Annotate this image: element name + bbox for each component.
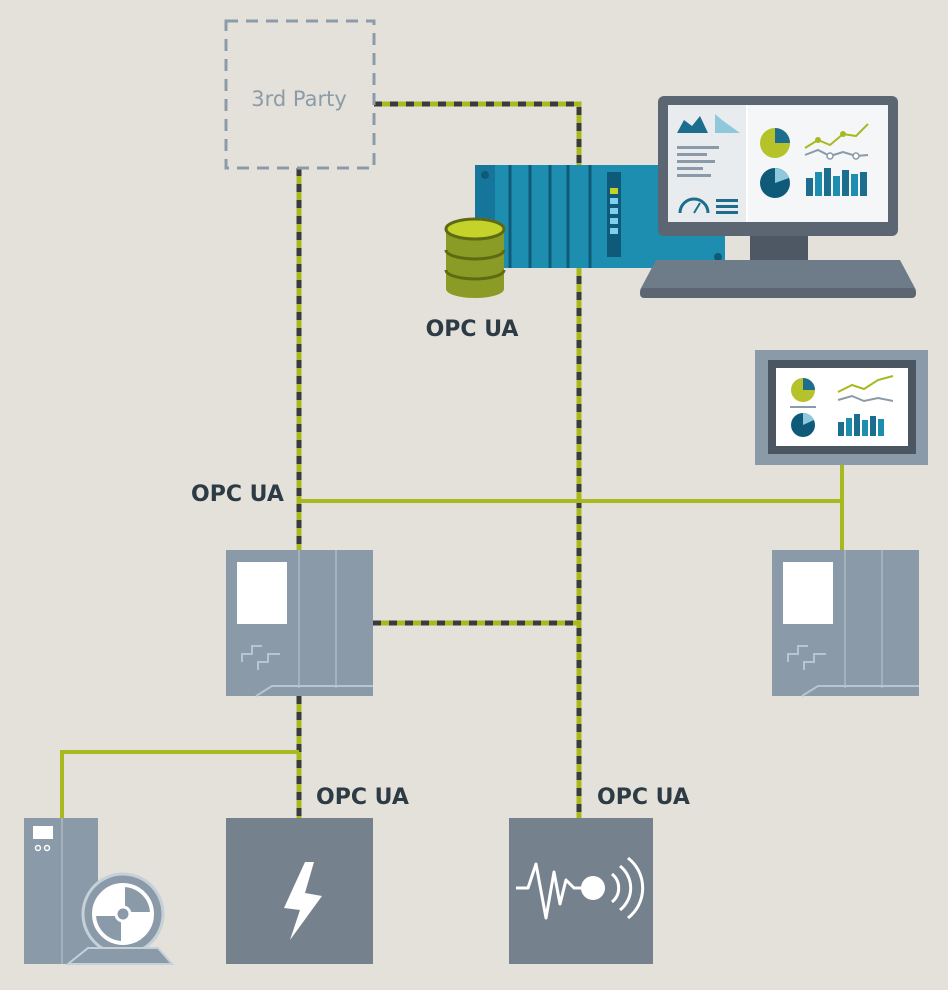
- third-party-label: 3rd Party: [251, 87, 347, 111]
- connection-opc-ua-bus: [299, 465, 844, 503]
- lightning-icon: [284, 862, 322, 940]
- power-meter-icon: [226, 818, 373, 964]
- connection-plc-to-motor-drive: [60, 750, 299, 818]
- vibration-sensor-icon: [509, 818, 653, 964]
- opc-ua-bus-label: OPC UA: [191, 482, 284, 507]
- connection-third-party-to-server: [374, 101, 582, 170]
- third-party-box: 3rd Party: [224, 19, 376, 170]
- opc-ua-database-label: OPC UA: [426, 317, 519, 342]
- opc-ua-power-label: OPC UA: [316, 785, 409, 810]
- monitor-icon: [640, 96, 916, 298]
- database-icon: [444, 217, 506, 298]
- plc-controller-icon: [226, 550, 373, 697]
- hmi-panel-icon: [755, 350, 928, 465]
- opc-ua-sensor-label: OPC UA: [597, 785, 690, 810]
- plc-controller-right-icon: [772, 550, 919, 697]
- motor-drive-icon: [24, 818, 175, 965]
